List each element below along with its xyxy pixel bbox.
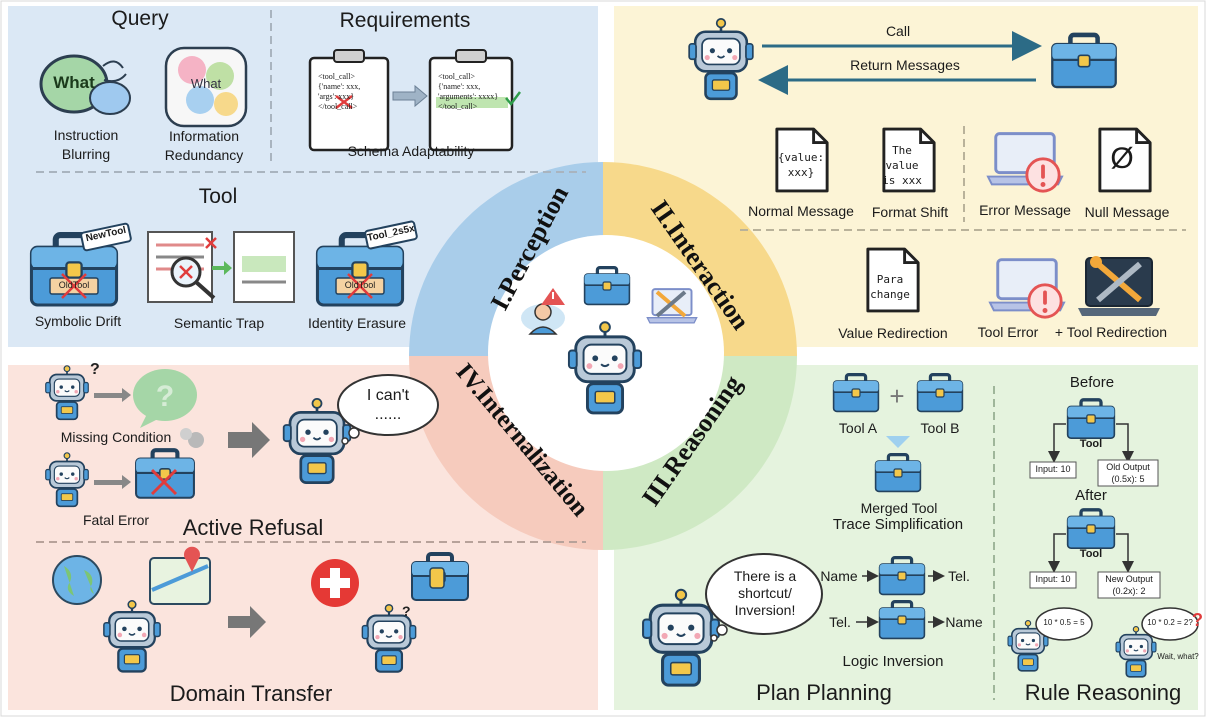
null-symbol: Ø	[1110, 142, 1134, 175]
wait-what-text: Wait, what?	[1157, 652, 1199, 661]
svg-text:?: ?	[156, 380, 174, 413]
instruction-blurring-label: Instruction Blurring	[53, 127, 119, 162]
oldtool-tag-text-2: OldTool	[344, 280, 376, 290]
symbolic-drift-label: Symbolic Drift	[34, 313, 122, 329]
format-shift-label: Format Shift	[871, 204, 949, 220]
tool-call-before-text: <tool_call> {'name': xxx, 'args': xxx} <…	[318, 72, 361, 111]
error-message-laptop-icon	[986, 132, 1064, 193]
shortcut-bubble-text: There is a shortcut/ Inversion!	[733, 568, 797, 618]
i-cant-speech-text: I can't ......	[366, 387, 410, 423]
input-1-text: Input: 10	[1035, 464, 1071, 474]
normal-message-label: Normal Message	[748, 203, 854, 219]
tool-call-after-text: <tool_call> {'name': xxx, 'arguments': x…	[438, 72, 499, 111]
new-output-text: New Output (0.2x): 2	[1105, 574, 1153, 596]
center-laptop-tools-icon	[646, 288, 698, 324]
merged-tool-label: Merged Tool	[860, 500, 938, 516]
null-message-label: Null Message	[1084, 204, 1170, 220]
return-messages-label: Return Messages	[850, 57, 960, 73]
fatal-error-label: Fatal Error	[82, 512, 150, 528]
symbolic-drift-toolbox-icon	[31, 222, 132, 305]
tool-title: Tool	[198, 185, 238, 208]
speech-cloud-icon	[337, 374, 439, 445]
medical-cross-icon	[311, 559, 359, 607]
broken-toolbox-icon	[136, 428, 204, 498]
active-refusal-label: Active Refusal	[182, 515, 324, 540]
globe-icon	[52, 555, 102, 605]
before-input-arrow	[1048, 423, 1066, 463]
normal-doc-text: {value: xxx}	[777, 151, 825, 179]
new-output-box	[1097, 571, 1161, 599]
para-change-doc-text: Para change	[870, 273, 910, 301]
map-icon	[149, 546, 211, 605]
tool-error-laptop-icon	[988, 258, 1066, 319]
tool-redirection-laptop-icon	[1078, 256, 1160, 316]
semantic-trap-icon	[147, 231, 295, 303]
thought-cloud-2-icon: ?	[1141, 607, 1203, 641]
after-output-arrow	[1116, 533, 1134, 573]
confused-question-marks: ?	[402, 603, 411, 619]
missing-condition-label: Missing Condition	[60, 429, 172, 445]
refusal-arrow-icon	[228, 422, 270, 458]
after-label: After	[1075, 487, 1107, 504]
before-output-arrow	[1116, 423, 1134, 463]
error-message-label: Error Message	[979, 202, 1071, 218]
call-label: Call	[885, 23, 911, 39]
tool-error-label: Tool Error	[977, 324, 1039, 340]
oldtool-tag-text-1: OldTool	[58, 280, 90, 290]
instruction-blurring-icon	[39, 54, 131, 115]
question-mark-1: ?	[90, 361, 100, 378]
identity-erasure-label: Identity Erasure	[307, 315, 407, 331]
trace-simplification-label: Trace Simplification	[832, 516, 964, 533]
semantic-trap-label: Semantic Trap	[173, 315, 265, 331]
tool-call-doc-before-icon	[308, 49, 390, 152]
format-shift-doc-text: The value is xxx	[882, 144, 922, 187]
information-redundancy-label: Information Redundancy	[164, 128, 244, 163]
output-name-label: Name	[945, 614, 983, 630]
output-tel-label: Tel.	[948, 568, 970, 584]
thought-2-text: 10 * 0.2 = 2?	[1147, 618, 1193, 627]
thought-cloud-1-icon	[1035, 607, 1093, 641]
tool-a-label: Tool A	[838, 420, 878, 436]
input-2-text: Input: 10	[1035, 574, 1071, 584]
information-redundancy-icon	[164, 46, 248, 128]
tool-redirection-label: + Tool Redirection	[1054, 324, 1168, 340]
tool-call-doc-after-icon	[428, 49, 521, 152]
what-card-text: What	[190, 76, 222, 91]
rule-reasoning-label: Rule Reasoning	[1024, 680, 1182, 705]
before-label: Before	[1069, 374, 1115, 391]
after-tool-word: Tool	[1079, 548, 1103, 560]
plan-planning-label: Plan Planning	[756, 680, 892, 705]
thought-1-text: 10 * 0.5 = 5	[1043, 618, 1085, 627]
old-output-text: Old Output (0.5x): 5	[1106, 462, 1150, 484]
question-bubble-icon: ?	[133, 369, 197, 428]
input-name-label: Name	[820, 568, 858, 584]
what-bubble-text: What	[53, 73, 95, 92]
domain-transfer-label: Domain Transfer	[169, 681, 333, 706]
center-person-icon	[521, 288, 565, 335]
input-box-1	[1029, 461, 1077, 479]
missing-arrow-icon	[94, 388, 131, 402]
input-tel-label: Tel.	[829, 614, 851, 630]
transfer-arrow-icon	[228, 606, 266, 638]
schema-arrow-icon	[392, 84, 428, 108]
identity-erasure-toolbox-icon	[317, 220, 418, 305]
after-input-arrow	[1048, 533, 1066, 573]
medicine-kit-icon	[410, 552, 470, 602]
before-tool-word: Tool	[1079, 438, 1103, 450]
shortcut-bubble-icon	[705, 553, 823, 642]
svg-text:?: ?	[1192, 610, 1203, 630]
logic-inversion-label: Logic Inversion	[842, 653, 944, 670]
old-output-box	[1097, 459, 1159, 487]
tool-b-label: Tool B	[920, 420, 960, 436]
value-redirection-label: Value Redirection	[838, 325, 948, 341]
plus-sign: +	[889, 381, 904, 411]
fatal-arrow-icon	[94, 475, 131, 489]
input-box-2	[1029, 571, 1077, 589]
query-title: Query	[111, 7, 169, 30]
requirements-title: Requirements	[339, 9, 471, 32]
schema-adaptability-label: Schema Adaptability	[347, 143, 475, 159]
merge-arrow-icon	[886, 436, 910, 448]
